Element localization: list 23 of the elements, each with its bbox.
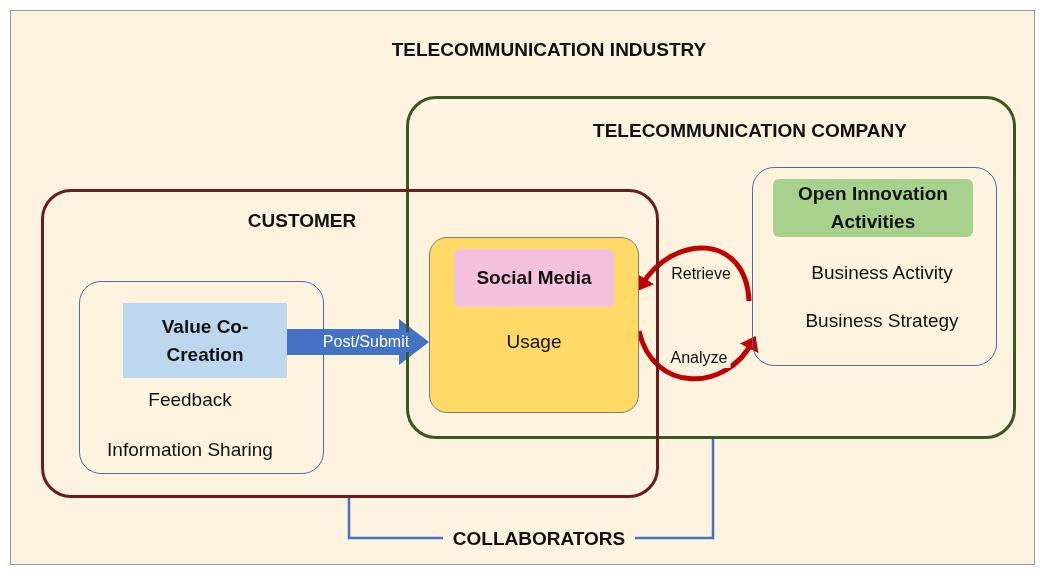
social-media-label-text: Social Media [476,266,592,291]
social-media-box [429,237,639,413]
open-innovation-label-text: Open Innovation Activities [797,182,949,234]
usage-text: Usage [506,331,562,353]
company-title: TELECOMMUNICATION COMPANY [593,120,907,142]
business-activity-text: Business Activity [811,262,953,284]
edge-label: Analyze [667,348,731,368]
social-media-label-box [454,249,614,307]
customer-title: CUSTOMER [247,210,357,232]
value-co-creation-text: Value Co-Creation [160,314,250,367]
customer-activity-box [79,281,324,474]
open-innovation-box [752,167,997,366]
bracket-line [635,439,715,540]
open-innovation-label-box [773,179,973,237]
industry-panel [10,10,1035,565]
bracket-line [347,498,443,540]
information-sharing-text: Information Sharing [107,439,273,461]
curved-arrow [637,245,752,302]
feedback-text: Feedback [148,389,232,411]
customer-box [41,189,659,498]
business-strategy-text: Business Strategy [805,310,959,332]
industry-title: TELECOMMUNICATION INDUSTRY [391,39,707,61]
value-co-creation-box [123,303,287,378]
